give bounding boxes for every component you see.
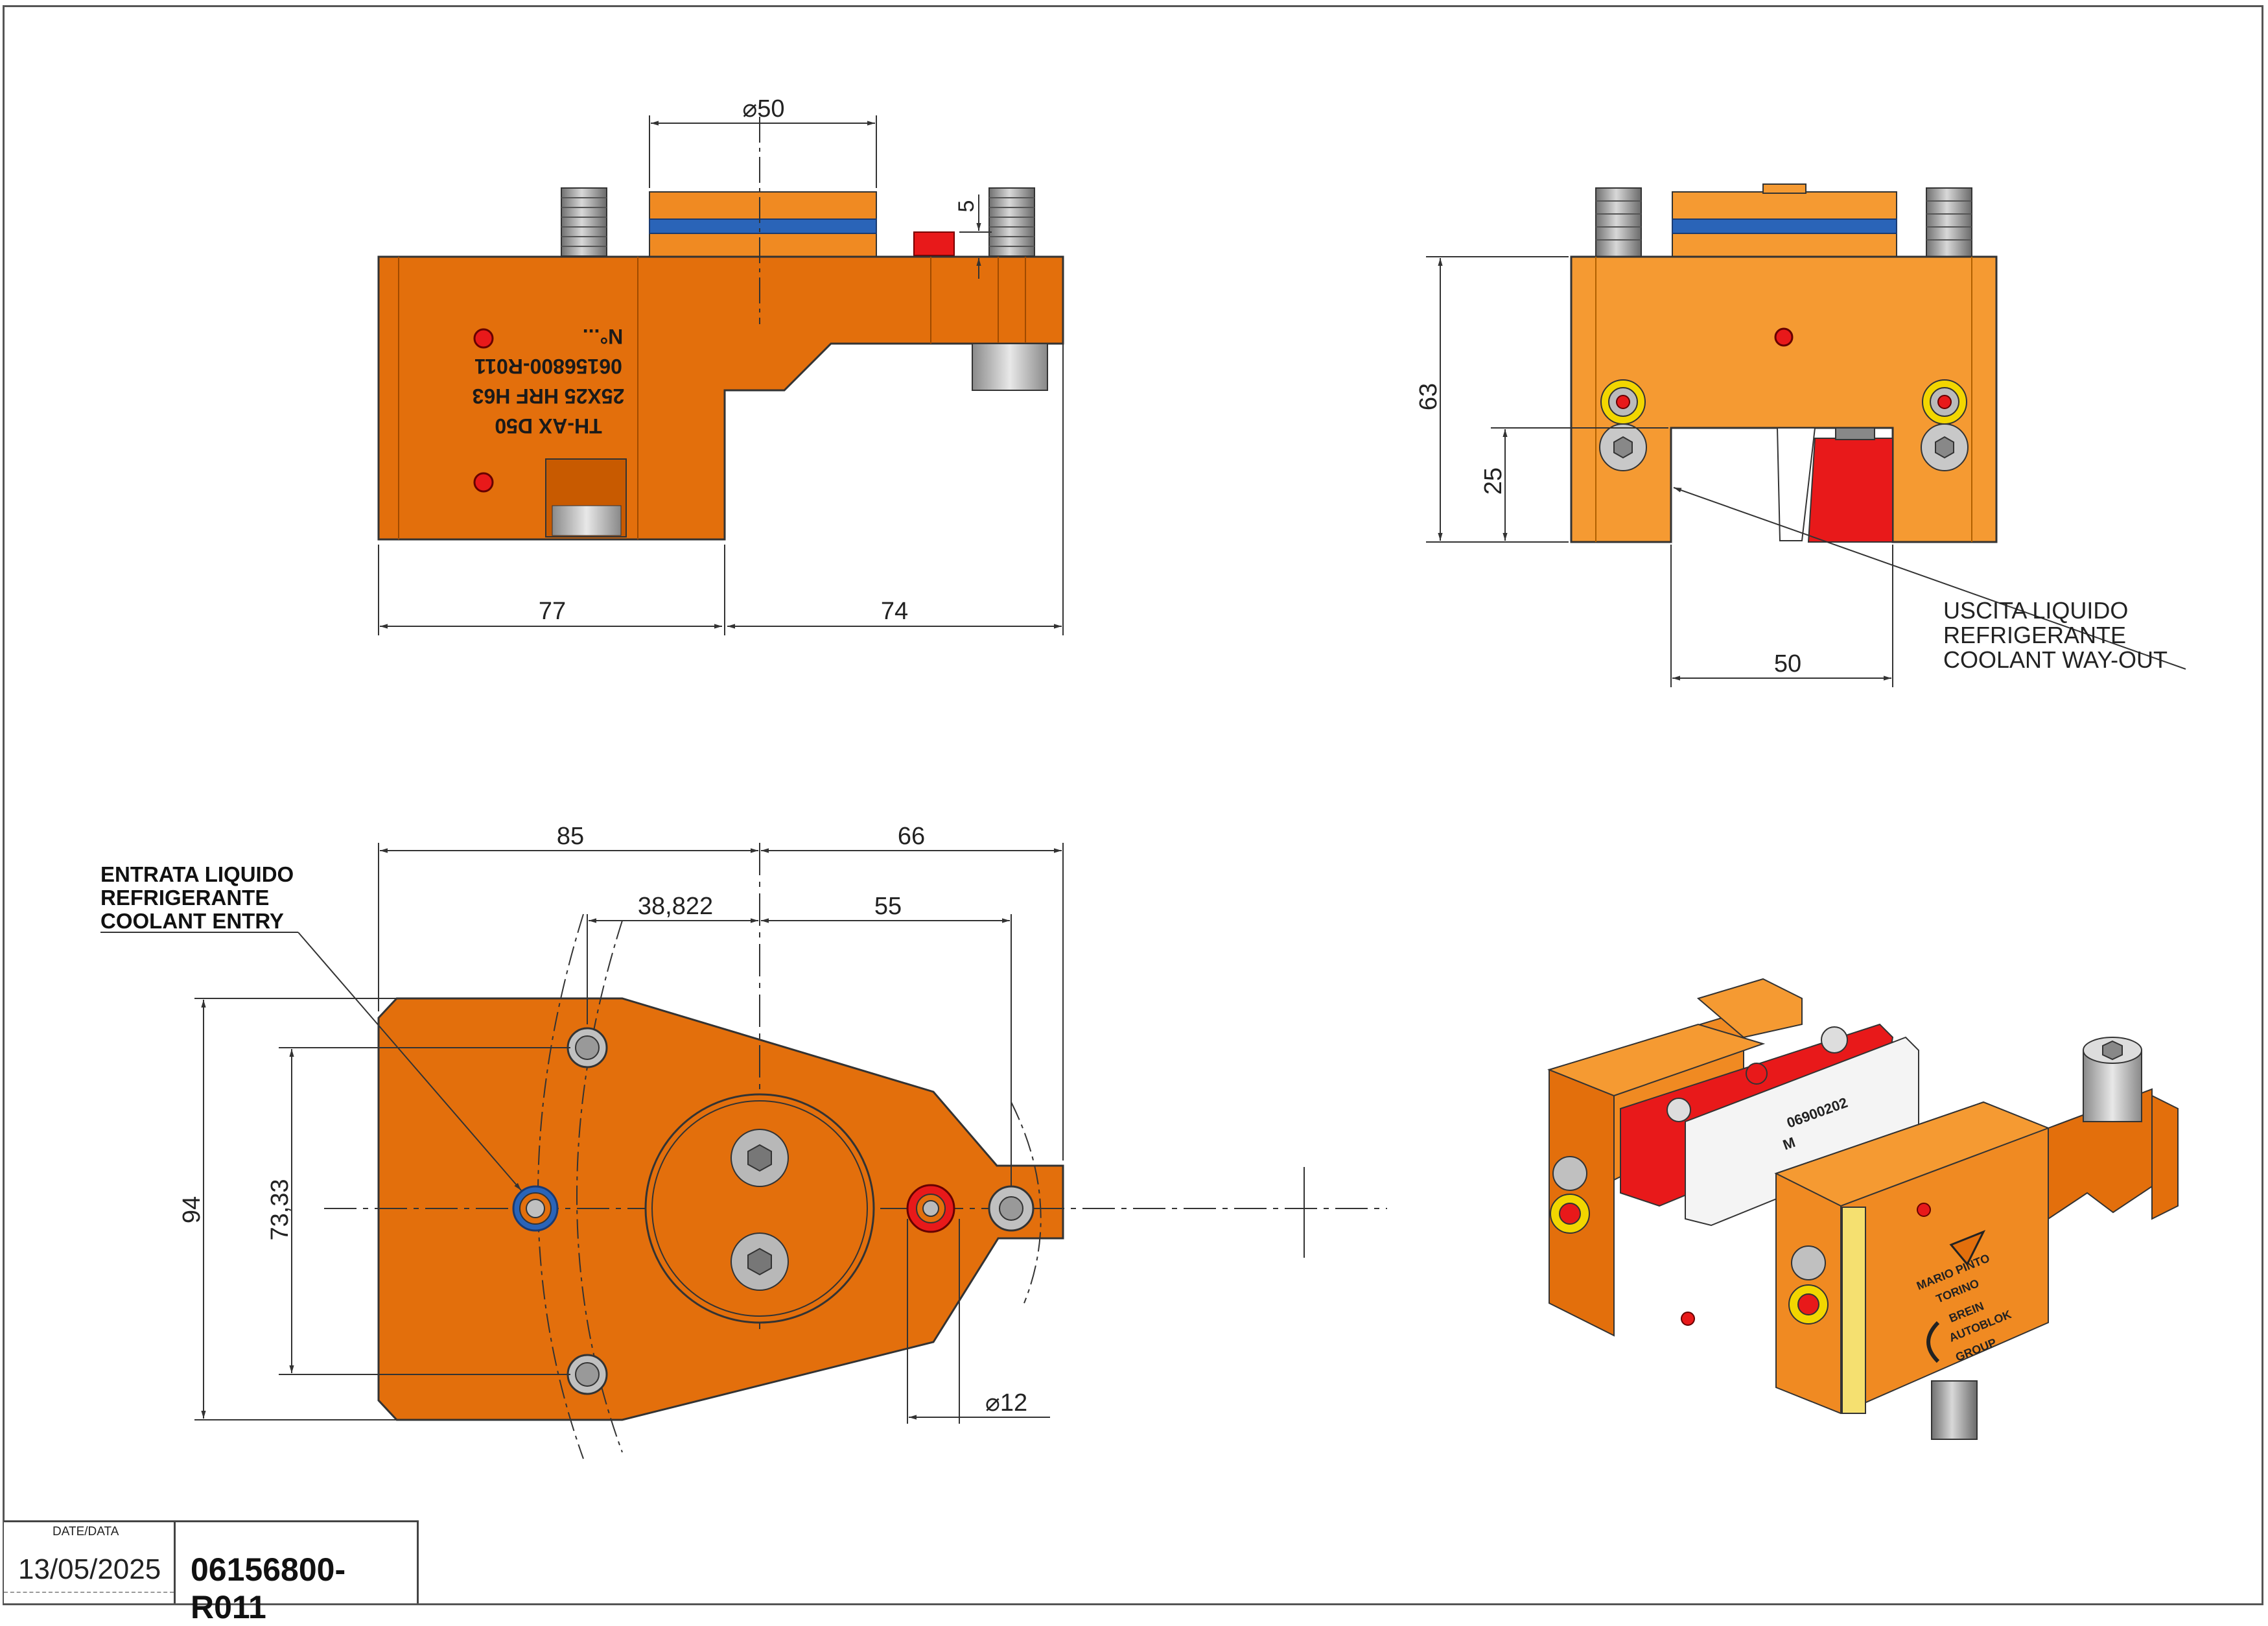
svg-text:ENTRATA LIQUIDO: ENTRATA LIQUIDO <box>100 862 294 886</box>
svg-text:38,822: 38,822 <box>638 893 713 920</box>
isometric-view: 06900202 M MARIO PINTO TORINO BREIN AUTO… <box>1547 978 2179 1440</box>
leader-coolant-out <box>1673 487 2186 670</box>
svg-text:REFRIGERANTE: REFRIGERANTE <box>100 886 269 910</box>
iso-port <box>1791 1245 1826 1280</box>
coolant-port-dot <box>1774 327 1794 347</box>
dim-heights: 63 25 <box>1415 256 1668 543</box>
svg-text:REFRIGERANTE: REFRIGERANTE <box>1943 622 2126 648</box>
svg-text:5: 5 <box>954 200 979 213</box>
stud-right <box>988 187 1035 257</box>
insert-white <box>1776 427 1816 541</box>
title-block: DATE/DATA 13/05/2025 06156800-R011 <box>4 1520 419 1625</box>
date-value: 13/05/2025 <box>18 1553 161 1585</box>
o-ring-seal <box>1672 218 1897 234</box>
stud-left <box>561 187 607 257</box>
flange-circle <box>644 1093 875 1324</box>
red-pin <box>913 231 955 256</box>
iso-yellow-edge <box>1841 1207 1866 1414</box>
svg-text:66: 66 <box>898 823 925 850</box>
part-number: 06156800-R011 <box>191 1551 346 1625</box>
coolant-out-label: USCITA LIQUIDO REFRIGERANTE COOLANT WAY-… <box>1943 597 2168 673</box>
side-body <box>1570 255 1998 543</box>
o-ring-seal <box>649 218 877 234</box>
svg-text:85: 85 <box>557 823 584 850</box>
svg-text:73,33: 73,33 <box>266 1179 294 1240</box>
iso-cap-screw <box>2083 1037 2142 1122</box>
svg-text:55: 55 <box>874 893 902 920</box>
svg-text:74: 74 <box>881 598 908 625</box>
dim-slot-width: 50 <box>1670 545 1893 687</box>
dim-horizontal-inner: 38,822 55 <box>587 893 1012 1186</box>
coolant-entry-label: ENTRATA LIQUIDO REFRIGERANTE COOLANT ENT… <box>100 862 522 1191</box>
engraving-line-3: 06156800-R011 <box>474 355 622 378</box>
svg-text:USCITA LIQUIDO: USCITA LIQUIDO <box>1943 597 2128 624</box>
svg-text:COOLANT WAY-OUT: COOLANT WAY-OUT <box>1943 646 2168 673</box>
bolt-lower <box>731 1232 789 1291</box>
stud-left <box>1595 187 1642 257</box>
date-label: DATE/DATA <box>53 1525 119 1538</box>
engraving-line-4: N°... <box>583 325 624 348</box>
svg-text:⌀50: ⌀50 <box>742 95 784 123</box>
dim-vertical: 94 73,33 <box>178 998 570 1420</box>
dim-diameter-top: ⌀50 <box>649 95 877 188</box>
coolant-port-dot <box>473 328 494 349</box>
dim-horizontal-top: 85 66 <box>378 823 1064 1161</box>
iso-port <box>1552 1156 1587 1191</box>
side-view: 63 25 50 USCITA LIQUIDO REFRIGERANTE COO… <box>1415 183 2186 687</box>
dashed-rule <box>4 1592 174 1593</box>
svg-text:94: 94 <box>178 1196 205 1223</box>
iso-stud <box>1931 1380 1978 1440</box>
dim-d12: ⌀12 <box>907 1219 1050 1424</box>
front-view: TH-AX D50 25X25 HRF H63 06156800-R011 N°… <box>377 95 1064 635</box>
bushing <box>972 343 1048 391</box>
svg-text:⌀12: ⌀12 <box>985 1389 1027 1417</box>
coolant-port-dot <box>473 472 494 493</box>
svg-text:77: 77 <box>539 598 566 625</box>
coolant-port-right <box>1921 379 1969 471</box>
svg-text:25: 25 <box>1480 467 1507 495</box>
coolant-port-left <box>1599 379 1647 471</box>
insert-red <box>1807 438 1893 543</box>
svg-text:63: 63 <box>1415 383 1442 410</box>
engraving: TH-AX D50 25X25 HRF H63 06156800-R011 N°… <box>473 325 625 438</box>
svg-text:50: 50 <box>1774 650 1801 678</box>
engraving-line-2: 25X25 HRF H63 <box>473 384 625 408</box>
top-view: 85 66 38,822 55 94 73,33 ⌀12 <box>100 823 1387 1459</box>
stud-right <box>1926 187 1972 257</box>
dim-bottom: 77 74 <box>378 257 1064 635</box>
svg-text:COOLANT ENTRY: COOLANT ENTRY <box>100 909 284 933</box>
bolt-upper <box>731 1129 789 1187</box>
title-block-date-cell: DATE/DATA 13/05/2025 <box>4 1522 176 1603</box>
engraving-line-1: TH-AX D50 <box>495 414 602 438</box>
dim-step: 5 <box>954 194 992 279</box>
